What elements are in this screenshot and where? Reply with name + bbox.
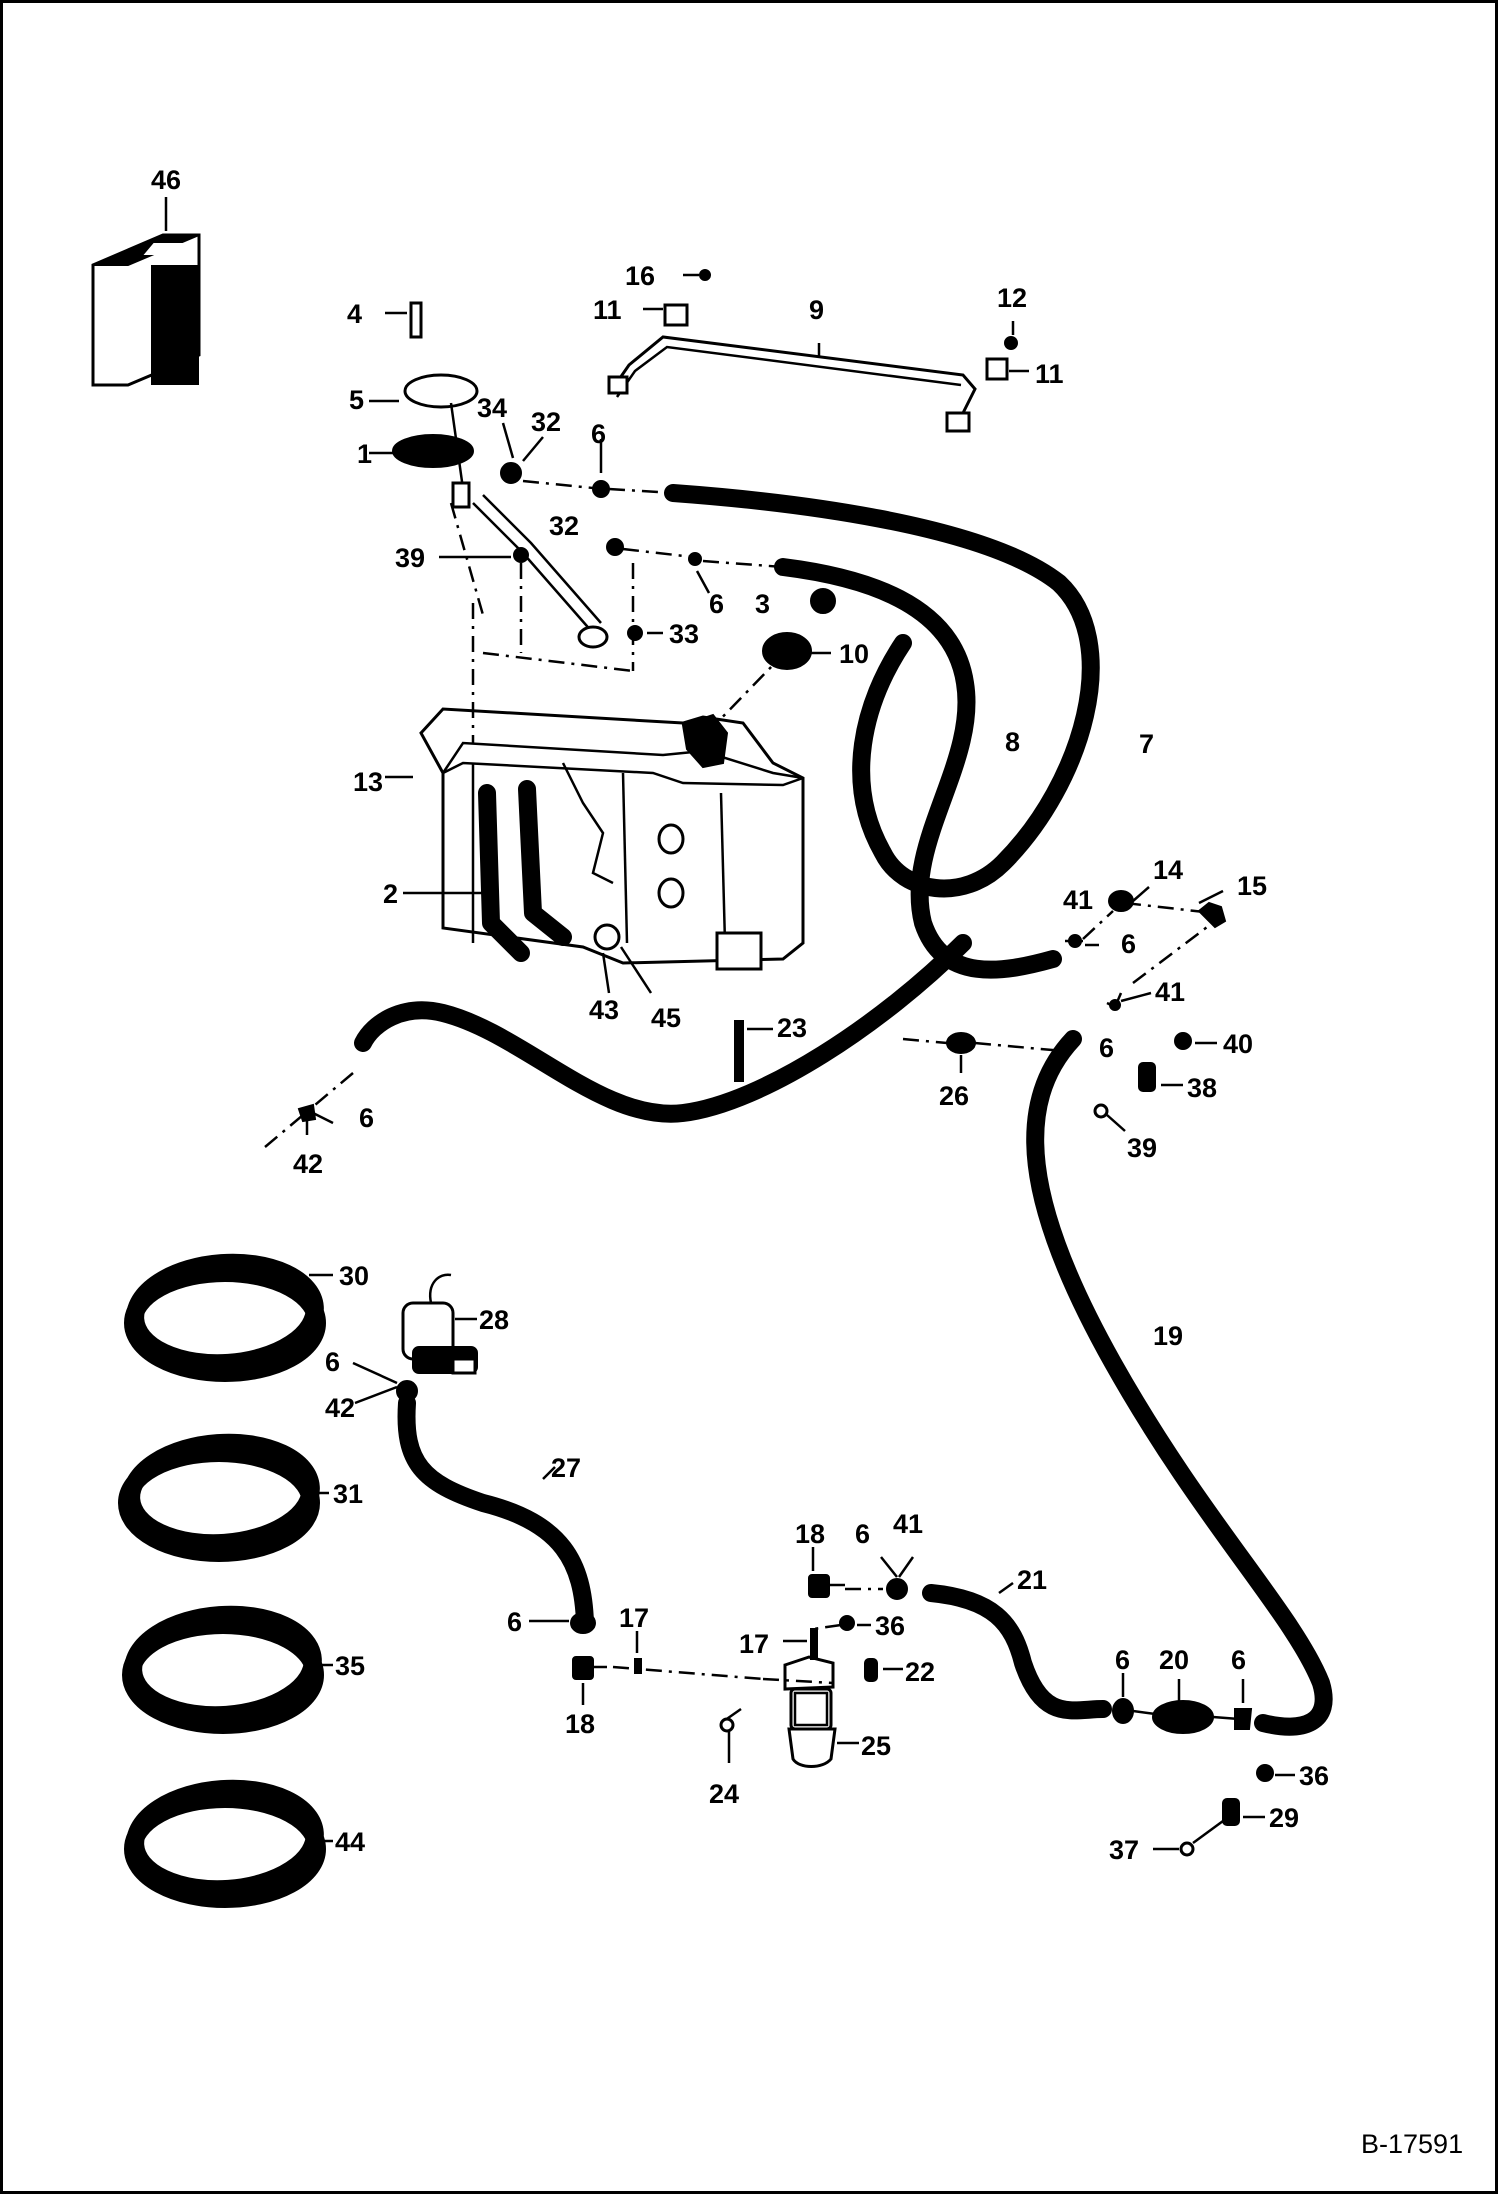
callout-32: 32	[531, 407, 561, 437]
hose-27	[397, 1394, 594, 1632]
fuel-sender-1	[369, 301, 485, 616]
callout-46: 46	[151, 165, 181, 195]
callout-1: 1	[357, 439, 372, 469]
callout-6h: 6	[507, 1607, 522, 1637]
callout-7: 7	[1139, 729, 1154, 759]
callout-38: 38	[1187, 1073, 1217, 1103]
callout-41a: 41	[1063, 885, 1093, 915]
hose-coil-31	[118, 1433, 329, 1562]
callout-25: 25	[861, 1731, 891, 1761]
hose-21	[922, 1584, 1112, 1720]
hose-coil-30	[124, 1253, 333, 1382]
callout-34: 34	[477, 393, 507, 423]
fuel-system-diagram: 46 16 11 9 12 11 4 5 34 32 1 6 32 39 6 3…	[91, 165, 1463, 2159]
callout-28: 28	[479, 1305, 509, 1335]
callout-6g: 6	[855, 1519, 870, 1549]
callout-6j: 6	[1231, 1645, 1246, 1675]
callout-5: 5	[349, 385, 364, 415]
hose-8	[774, 558, 1062, 979]
callout-21: 21	[1017, 1565, 1047, 1595]
callout-26: 26	[939, 1081, 969, 1111]
callout-6a: 6	[591, 419, 606, 449]
hose-19	[1026, 1030, 1333, 1736]
callout-16: 16	[625, 261, 655, 291]
callout-6c: 6	[1121, 929, 1136, 959]
fuel-tank-13	[385, 603, 805, 971]
callout-42b: 42	[325, 1393, 355, 1423]
breather-tube-34	[439, 422, 663, 673]
filler-cap-10	[706, 588, 836, 734]
callout-14: 14	[1153, 855, 1183, 885]
callout-42a: 42	[293, 1149, 323, 1179]
callout-39: 39	[395, 543, 425, 573]
callout-13: 13	[353, 767, 383, 797]
hose-coil-35	[122, 1605, 333, 1734]
callout-44: 44	[335, 1827, 365, 1857]
callout-27: 27	[551, 1453, 581, 1483]
kit-box-46	[91, 197, 201, 387]
callout-30: 30	[339, 1261, 369, 1291]
callout-4: 4	[347, 299, 362, 329]
callout-33: 33	[669, 619, 699, 649]
callout-12: 12	[997, 283, 1027, 313]
callout-6d: 6	[1099, 1033, 1114, 1063]
callout-6f: 6	[325, 1347, 340, 1377]
callout-22: 22	[905, 1657, 935, 1687]
callout-19: 19	[1153, 1321, 1183, 1351]
callout-18b: 18	[565, 1709, 595, 1739]
callout-24: 24	[709, 1779, 739, 1809]
callout-9: 9	[809, 295, 824, 325]
callout-20: 20	[1159, 1645, 1189, 1675]
callout-8: 8	[1005, 727, 1020, 757]
hose-7	[664, 484, 1100, 898]
callout-45: 45	[651, 1003, 681, 1033]
callout-11b: 11	[1035, 359, 1064, 389]
hose-return-to-42	[354, 934, 972, 1123]
callout-29: 29	[1269, 1803, 1299, 1833]
pickup-tube-2	[478, 784, 530, 962]
callout-2: 2	[383, 879, 398, 909]
pickup-tube-43	[518, 780, 572, 946]
callout-37: 37	[1109, 1835, 1139, 1865]
callout-17a: 17	[619, 1603, 649, 1633]
callout-23: 23	[777, 1013, 807, 1043]
callout-18a: 18	[795, 1519, 825, 1549]
bracket-strap-9	[607, 269, 1029, 433]
hose-coil-44	[124, 1779, 333, 1908]
fuel-pump-28	[352, 1273, 478, 1405]
callout-6e: 6	[359, 1103, 374, 1133]
fittings-14-15	[1065, 886, 1227, 1011]
drawing-code: B-17591	[1361, 2129, 1463, 2159]
callout-43: 43	[589, 995, 619, 1025]
fuel-filter-25	[719, 1615, 903, 1768]
callout-17b: 17	[739, 1629, 769, 1659]
callout-36a: 36	[875, 1611, 905, 1641]
callout-36b: 36	[1299, 1761, 1329, 1791]
callout-31: 31	[333, 1479, 363, 1509]
callout-15: 15	[1237, 871, 1267, 901]
callout-3: 3	[755, 589, 770, 619]
callout-39b: 39	[1127, 1133, 1157, 1163]
callout-35: 35	[335, 1651, 365, 1681]
callout-10: 10	[839, 639, 869, 669]
callout-6b: 6	[709, 589, 724, 619]
primer-bulb-20	[1112, 1673, 1253, 1734]
callout-41b: 41	[1155, 977, 1185, 1007]
callout-11: 11	[593, 295, 622, 325]
callout-40: 40	[1223, 1029, 1253, 1059]
callout-6i: 6	[1115, 1645, 1130, 1675]
callout-32b: 32	[549, 511, 579, 541]
callout-41c: 41	[893, 1509, 923, 1539]
